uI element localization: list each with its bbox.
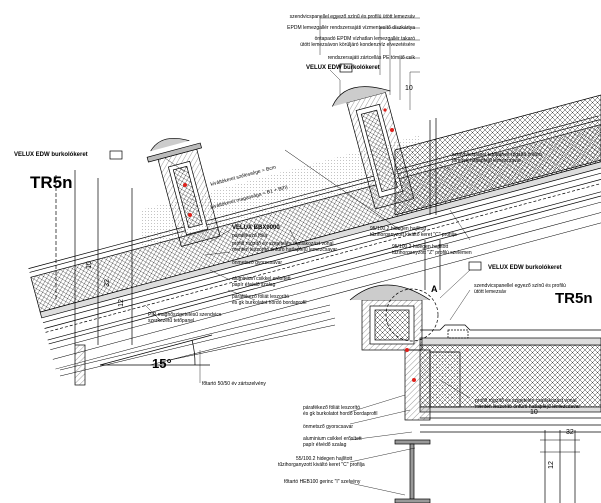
callout-epdm-seal: EPDM lemezgallér rendszersajáti vízmente… [287, 25, 415, 31]
detail-mark-a: A [431, 284, 438, 294]
callout-paper-tape-bottom: papír élvédő szalag [303, 442, 347, 448]
callout-velux-edw-upper: VELUX EDW burkolókeret [306, 65, 380, 71]
dim-32-bottom: 32 [566, 429, 574, 436]
callout-galv-c-bottom: 55/100.2 hidegen hajlított [296, 456, 353, 462]
callout-galv-c-2: tűzihorganyzott kiváltó keret "C" profil… [370, 232, 457, 238]
callout-galv-c-bottom-2: tűzihorganyzott kiváltó keret "C" profil… [278, 462, 365, 468]
callout-vapor-foil: párafékező fólia [232, 233, 268, 239]
lower-section [338, 269, 601, 503]
callout-velux-edw-left: VELUX EDW burkolókeret [14, 152, 88, 158]
callout-heb-girder: főtartó HEB100 gerinc "I" szelvény [284, 479, 361, 485]
callout-galv-c: 95/100.2 hidegen hajlított [370, 226, 427, 232]
callout-alu-rivet-bottom: aluminium csikkel erősített [303, 436, 362, 442]
callout-galv-z-2: tűzihorganyzott "Z" profilú szelemen [392, 250, 472, 256]
callout-profile-frame-2: mentén leszorító önfúró hatlapfejű lemez… [232, 247, 338, 253]
callout-profile-frame-bottom: profilt rögzítő és szigetelés csatlakozá… [475, 398, 577, 404]
dim-10-top: 10 [405, 85, 413, 92]
callout-alu-rivet: aluminium csikkel erősített [232, 276, 291, 282]
dim-10-bottom: 10 [530, 409, 538, 416]
callout-panel-cover: szendvicspanellel egyező színű és profil… [289, 14, 415, 20]
callout-epdm-cover-2: ütött lemezsávon körüljáró kondenzvíz el… [300, 42, 415, 48]
dim-12-left: 12 [117, 299, 125, 307]
upper-section [28, 17, 601, 386]
callout-epdm-cover: öntapadó EPDM vízhatlan lemezgallér taka… [314, 36, 415, 42]
callout-right-screw-2: tömített hatlapfejű lemezcsavar [452, 158, 522, 164]
callout-panel-cover-bottom-2: ütött lemezsáv [474, 289, 507, 295]
callout-pe-strip: rendszersajáti zártcellás PE tömítő csík [327, 55, 415, 61]
section-title-bottom: TR5n [555, 290, 593, 307]
callout-velux-edw-bottom: VELUX EDW burkolókeret [488, 265, 562, 271]
callout-profile-frame: profilt rögzítő és szigetelés csatlakozá… [232, 241, 334, 247]
callout-bracket-clamp: párafékező fóliát leszorító [232, 294, 289, 300]
dim-12-bottom: 12 [547, 461, 555, 469]
angle-label: 15° [152, 356, 172, 371]
callout-bracket-clamp-bottom-2: és gk burkolatot hordó bordaprofil [303, 411, 378, 417]
callout-pir-panel: PIR maghőszigetelésű szendvics [148, 312, 222, 318]
callout-bottom-girder: főtartó 50/50 év zártszelvény [202, 381, 266, 387]
callout-self-screw-bottom: önmetsző gyorscsavar [303, 424, 354, 430]
callout-pir-panel-2: szerkezetű tetőpanel [148, 318, 195, 324]
callout-bracket-clamp-2: és gk burkolatot hordó bordaprofil [232, 300, 307, 306]
dim-10-left: 10 [85, 261, 93, 269]
callout-panel-cover-bottom: szendvicspanellel egyező színű és profil… [474, 283, 566, 289]
callout-bracket-clamp-bottom: párafékező fóliát leszorító [303, 405, 360, 411]
callout-paper-tape: papír élvédő szalag [232, 282, 276, 288]
callout-velux-bbx: VELUX BBX0000 [232, 225, 280, 231]
dim-32-left: 32 [103, 279, 111, 287]
callout-self-screw: önmetsző gyorscsavar [232, 260, 283, 266]
callout-right-screw: szendvicspanel tetőpanelt rögzítő önfúró [452, 152, 542, 158]
callout-galv-z: 95/100.2 hidegen hajlított [392, 244, 449, 250]
callout-profile-frame-bottom-2: mentén leszorító önfúró hatlapfejű lemez… [475, 404, 581, 410]
section-title-top: TR5n [30, 173, 73, 192]
